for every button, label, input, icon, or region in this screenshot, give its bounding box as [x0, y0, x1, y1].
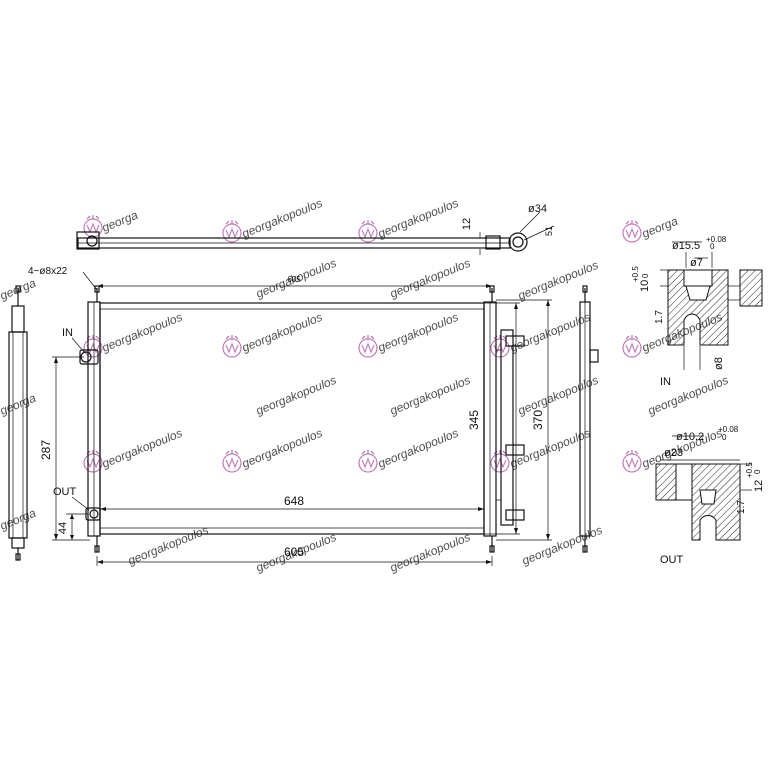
watermark-logo	[358, 449, 378, 473]
watermark-text: georgakopoulos	[388, 530, 472, 575]
watermark-logo	[622, 334, 642, 358]
dim-top-small: 51	[544, 226, 554, 236]
watermark-logo	[222, 449, 242, 473]
watermark-logo	[358, 219, 378, 243]
detail-out-depth-tol-up: +0.5	[745, 462, 754, 478]
detail-in-dia-inner: ø7	[690, 257, 703, 269]
detail-in-chamfer: 1.7	[654, 310, 665, 324]
detail-out-dia-outer: ø10.2	[676, 431, 704, 443]
detail-in-depth-tol-low: 0	[641, 273, 650, 278]
right-side-view	[579, 285, 599, 553]
dim-overall-height: 370	[531, 410, 545, 430]
label-in-main: IN	[62, 327, 73, 339]
watermark-logo	[83, 334, 103, 358]
detail-out-depth-tol-low: 0	[753, 469, 762, 474]
watermark-text: georgakopoulos	[376, 310, 460, 355]
watermark-text: georgakopoulos	[516, 258, 600, 303]
left-side-view	[8, 285, 28, 561]
watermark-text: georgakopoulos	[100, 426, 184, 471]
detail-in-label: IN	[660, 376, 671, 388]
watermark-text: georga	[0, 506, 38, 533]
top-left-bracket	[76, 231, 100, 250]
detail-out: ø10.2 +0.08 0 ø23 12 +0.5 0 1.7 OUT	[655, 425, 765, 566]
dim-top-width-small: 605	[287, 275, 301, 284]
watermark-text: georgakopoulos	[376, 426, 460, 471]
detail-out-depth: 12	[753, 480, 765, 492]
detail-in-depth-tol-up: +0.5	[631, 266, 640, 282]
detail-in-dia-outer-tol-low: 0	[710, 242, 715, 251]
detail-out-dia-outer-tol-low: 0	[722, 433, 727, 442]
dim-top-pipe-dia: ø34	[528, 203, 547, 215]
watermark-text: georgakopoulos	[240, 310, 324, 355]
watermark-text: georga	[0, 276, 38, 303]
detail-out-dia-outer-tol-up: +0.08	[718, 425, 739, 434]
watermark-text: georgakopoulos	[646, 373, 730, 418]
detail-in-bore: ø8	[713, 357, 725, 370]
watermark-text: georgakopoulos	[388, 256, 472, 301]
dim-mount-holes: 4−ø8x22	[28, 266, 68, 277]
watermark-logo	[222, 219, 242, 243]
watermark-text: georgakopoulos	[240, 196, 324, 241]
dim-top-tube-height: 12	[461, 218, 473, 230]
detail-out-dia-flange: ø23	[664, 447, 683, 459]
dim-in-height: 287	[39, 440, 53, 460]
watermark-layer: georga georgakopoulos georgakopoulos geo…	[0, 196, 730, 575]
front-view: 605 4−ø8x22 IN	[28, 266, 552, 566]
watermark-text: georgakopoulos	[516, 373, 600, 418]
watermark-text: georgakopoulos	[126, 523, 210, 568]
detail-out-label: OUT	[660, 554, 684, 566]
watermark-text: georga	[0, 391, 38, 418]
receiver-drier	[500, 329, 514, 526]
detail-in-depth: 10	[639, 280, 651, 292]
dim-out-height: 44	[57, 522, 69, 534]
label-out-main: OUT	[53, 486, 77, 498]
watermark-logo	[358, 334, 378, 358]
detail-in-dia-outer: ø15.5	[672, 240, 700, 252]
watermark-text: georgakopoulos	[520, 523, 604, 568]
watermark-text: georgakopoulos	[376, 196, 460, 241]
watermark-text: georgakopoulos	[100, 310, 184, 355]
watermark-text: georga	[640, 214, 680, 241]
top-view: 12 ø34 51	[76, 203, 555, 255]
detail-in-dia-outer-tol-up: +0.08	[706, 235, 727, 244]
watermark-logo	[622, 219, 642, 243]
watermark-text: georga	[100, 208, 140, 235]
detail-in: ø15.5 +0.08 0 ø7 10 +0.5 0 1.7 ø8 IN	[631, 235, 763, 388]
watermark-logo	[222, 334, 242, 358]
watermark-logo	[83, 449, 103, 473]
watermark-text: georgakopoulos	[388, 373, 472, 418]
detail-out-chamfer: 1.7	[736, 500, 747, 514]
dim-core-height: 345	[467, 410, 481, 430]
watermark-text: georgakopoulos	[240, 426, 324, 471]
watermark-text: georgakopoulos	[254, 373, 338, 418]
top-right-fitting	[508, 232, 528, 252]
watermark-logo	[622, 449, 642, 473]
condenser-core	[99, 302, 485, 535]
out-fitting	[89, 509, 99, 519]
dim-core-width: 648	[284, 494, 304, 508]
dim-overall-width: 605	[284, 545, 304, 559]
